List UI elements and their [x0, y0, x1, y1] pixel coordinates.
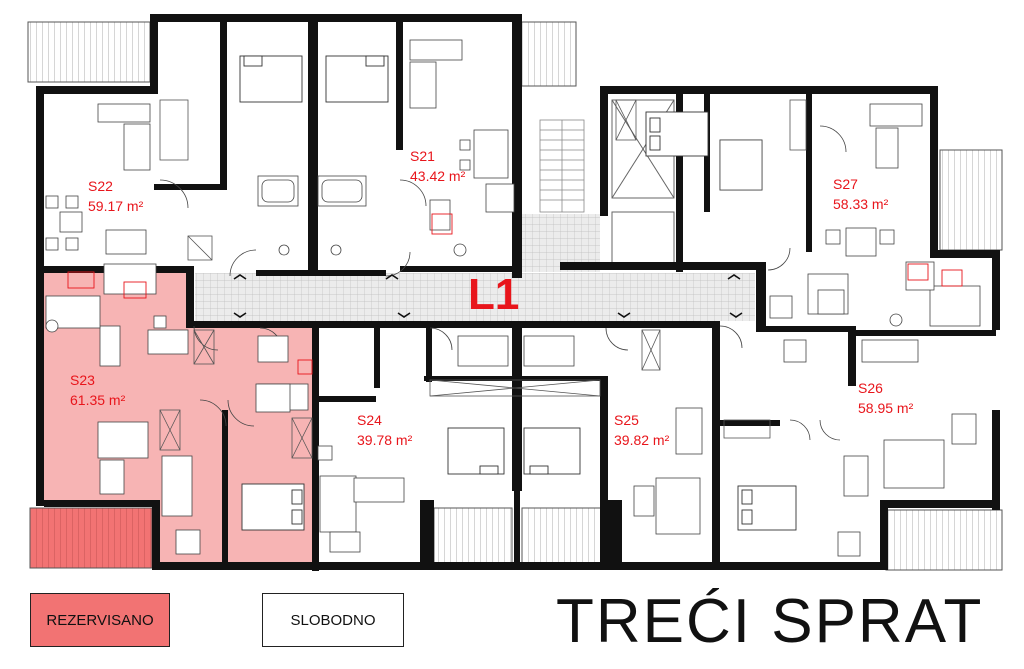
floor-title: TREĆI SPRAT: [556, 587, 984, 656]
unit-label-s22[interactable]: S22 59.17 m²: [88, 176, 143, 216]
unit-area: 59.17 m²: [88, 198, 144, 214]
terrace-s22: [27, 21, 151, 83]
corridor-arrows: [233, 274, 743, 318]
stairwell: [539, 119, 585, 213]
terrace-s24: [433, 507, 513, 569]
legend-free[interactable]: SLOBODNO: [262, 593, 404, 647]
corridor: [195, 273, 755, 321]
lobby-label: L1: [468, 270, 520, 319]
unit-label-s21[interactable]: S21 43.42 m²: [410, 146, 465, 186]
unit-label-s27[interactable]: S27 58.33 m²: [833, 174, 888, 214]
unit-area: 58.33 m²: [833, 196, 889, 212]
legend-reserved-label: REZERVISANO: [46, 611, 154, 629]
terrace-s23: [29, 507, 153, 569]
unit-id: S27: [833, 176, 858, 192]
unit-area: 58.95 m²: [858, 400, 914, 416]
terrace-s27: [939, 149, 1003, 251]
unit-label-s24[interactable]: S24 39.78 m²: [357, 410, 412, 450]
unit-area: 61.35 m²: [70, 392, 126, 408]
unit-id: S21: [410, 148, 435, 164]
furniture-living: [45, 39, 981, 557]
unit-id: S23: [70, 372, 95, 388]
doors: [159, 125, 847, 441]
unit-label-s23[interactable]: S23 61.35 m²: [70, 370, 125, 410]
unit-id: S22: [88, 178, 113, 194]
unit-area: 43.42 m²: [410, 168, 466, 184]
unit-id: S26: [858, 380, 883, 396]
unit-label-s26[interactable]: S26 58.95 m²: [858, 378, 913, 418]
unit-id: S25: [614, 412, 639, 428]
legend-reserved[interactable]: REZERVISANO: [30, 593, 170, 647]
legend-free-label: SLOBODNO: [290, 611, 376, 629]
kitchen-hobs: [67, 213, 963, 375]
bathroom-fixtures: [45, 139, 903, 413]
unit-area: 39.82 m²: [614, 432, 670, 448]
wardrobes: [159, 99, 807, 459]
terrace-s26: [885, 509, 1003, 571]
unit-label-s25[interactable]: S25 39.82 m²: [614, 410, 669, 450]
terrace-s21: [519, 21, 577, 87]
unit-id: S24: [357, 412, 382, 428]
unit-area: 39.78 m²: [357, 432, 413, 448]
terrace-s25: [521, 507, 603, 569]
